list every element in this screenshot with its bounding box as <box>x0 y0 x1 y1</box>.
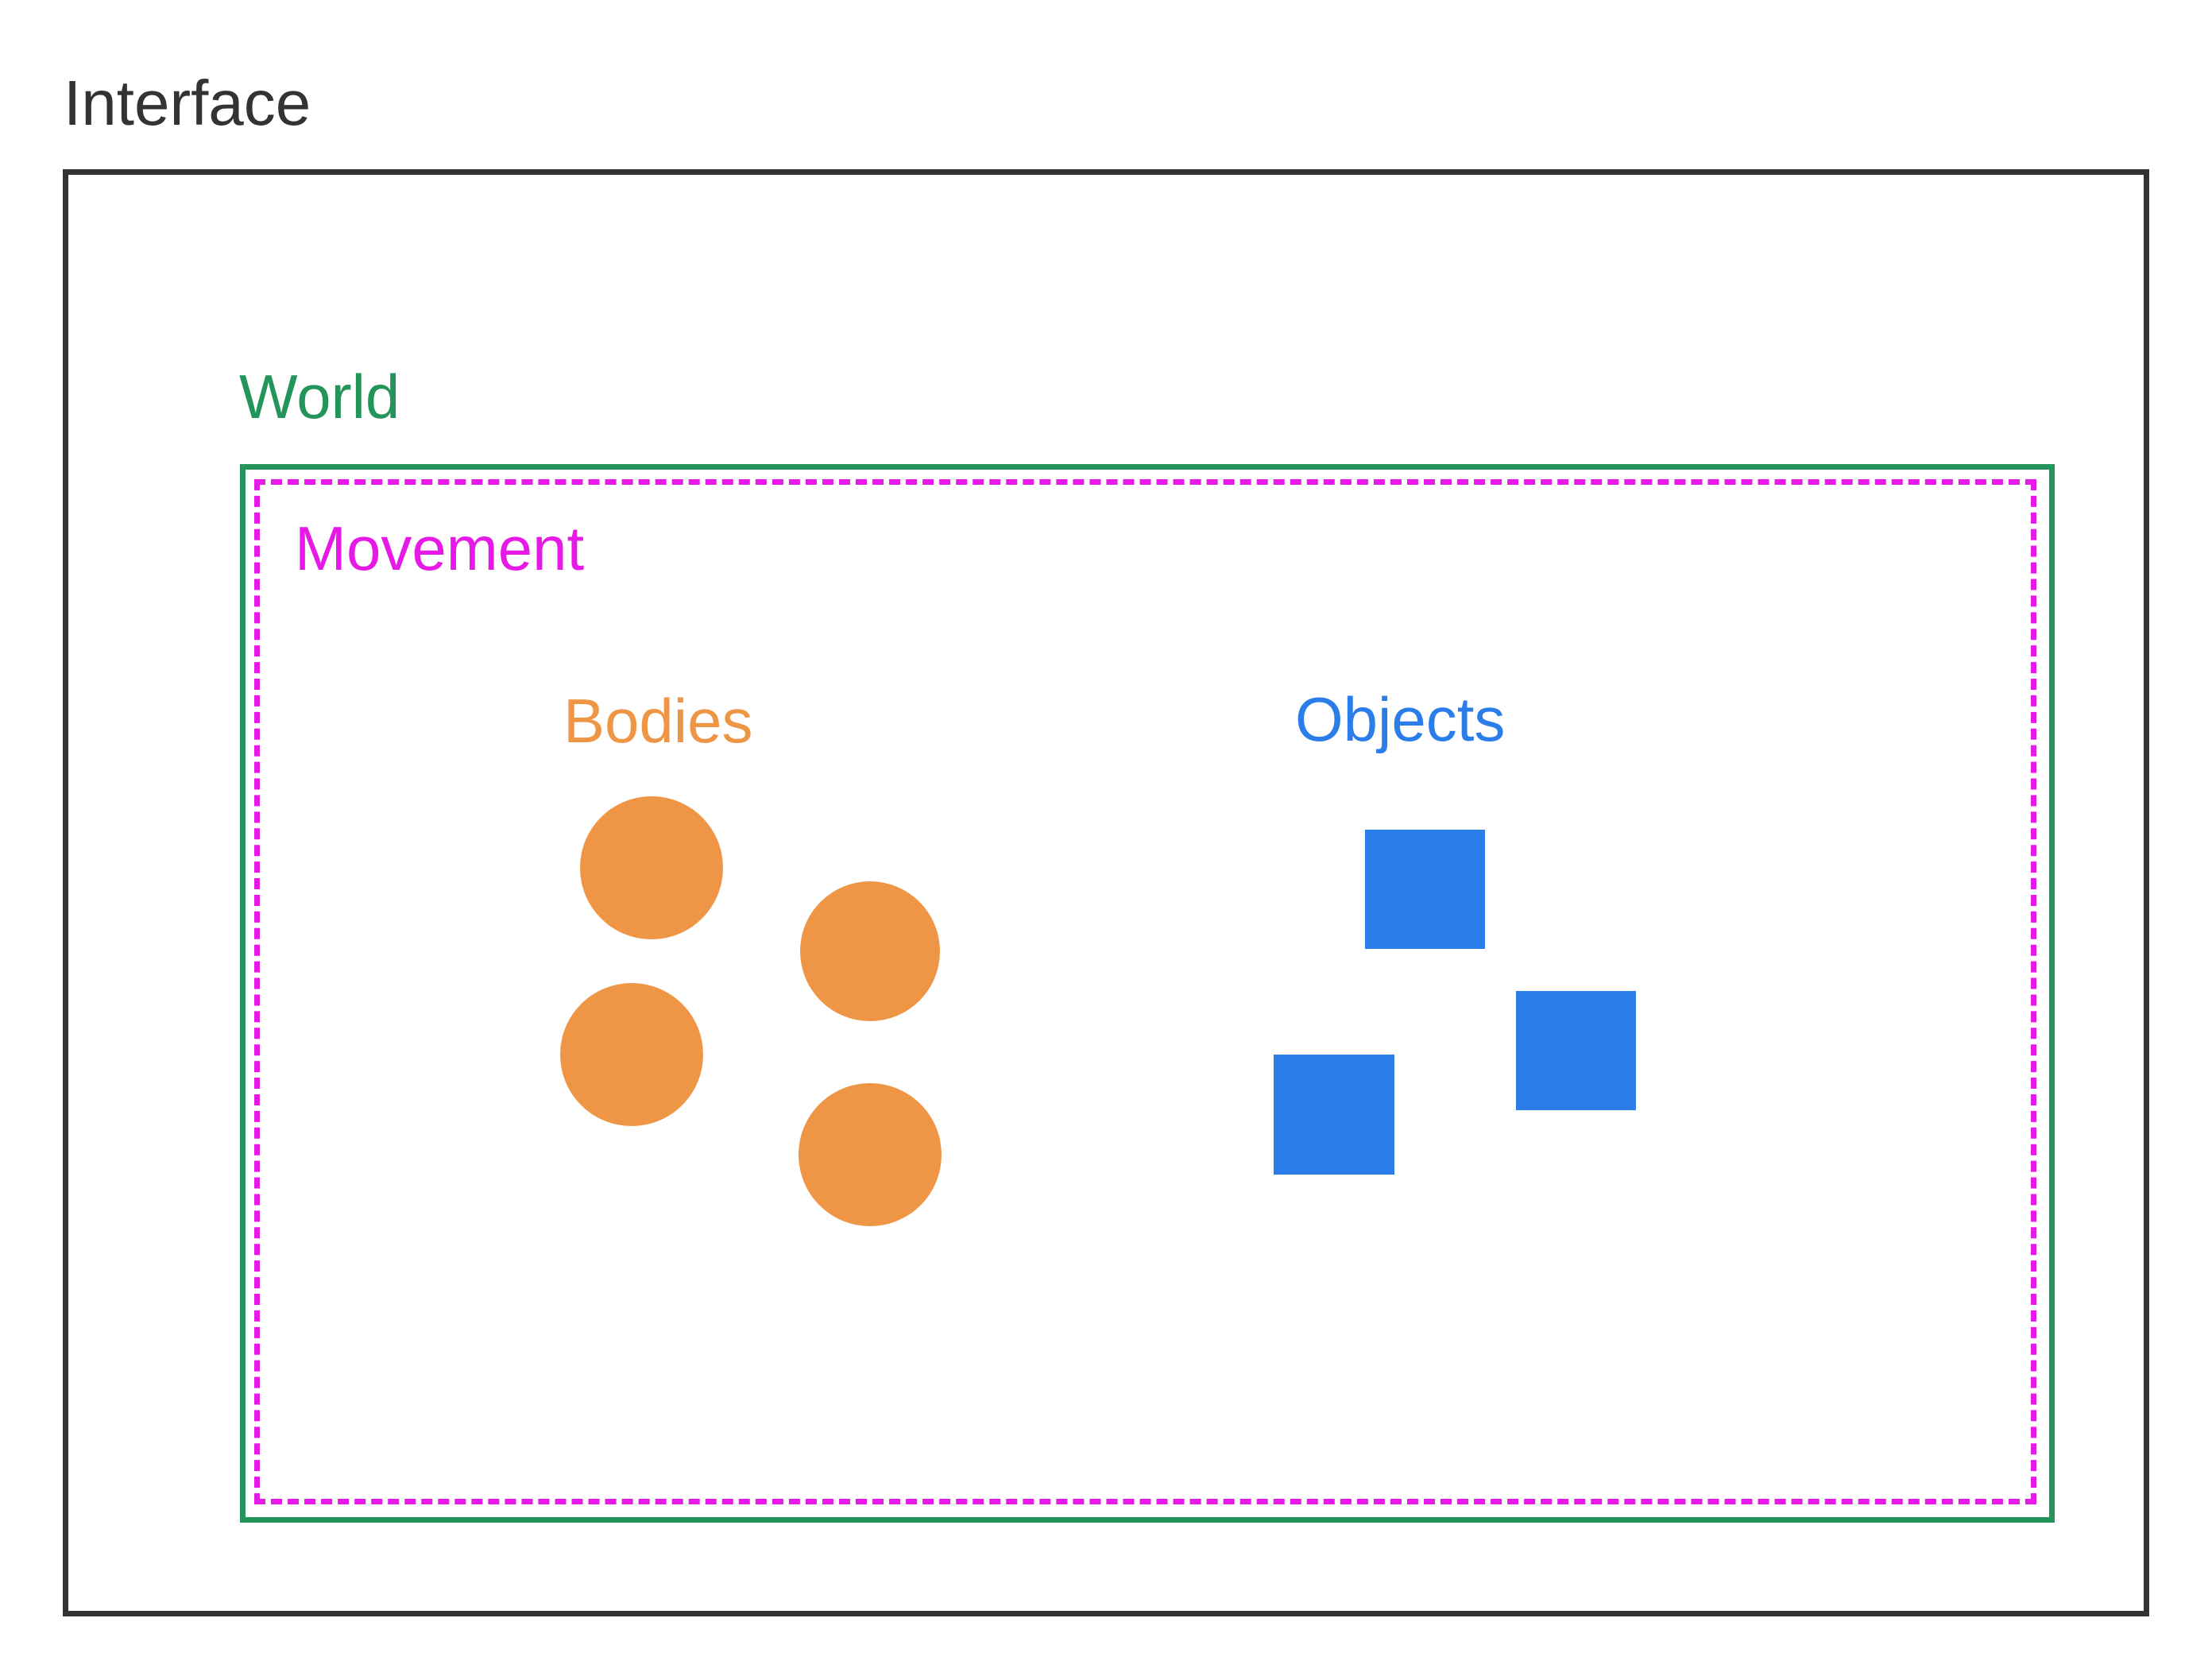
bodies-group-label: Bodies <box>563 686 753 756</box>
object-square <box>1516 991 1636 1110</box>
objects-group-label: Objects <box>1295 684 1506 754</box>
world-boundary-box <box>240 464 2055 1523</box>
world-label: World <box>239 362 400 432</box>
body-circle <box>560 983 703 1126</box>
body-circle <box>800 881 940 1021</box>
body-circle <box>580 796 723 939</box>
interface-boundary-box <box>63 169 2149 1616</box>
movement-label: Movement <box>295 513 585 583</box>
object-square <box>1365 830 1485 949</box>
body-circle <box>799 1083 942 1226</box>
object-square <box>1274 1055 1394 1175</box>
interface-label: Interface <box>64 68 311 138</box>
movement-boundary-box <box>254 479 2036 1504</box>
